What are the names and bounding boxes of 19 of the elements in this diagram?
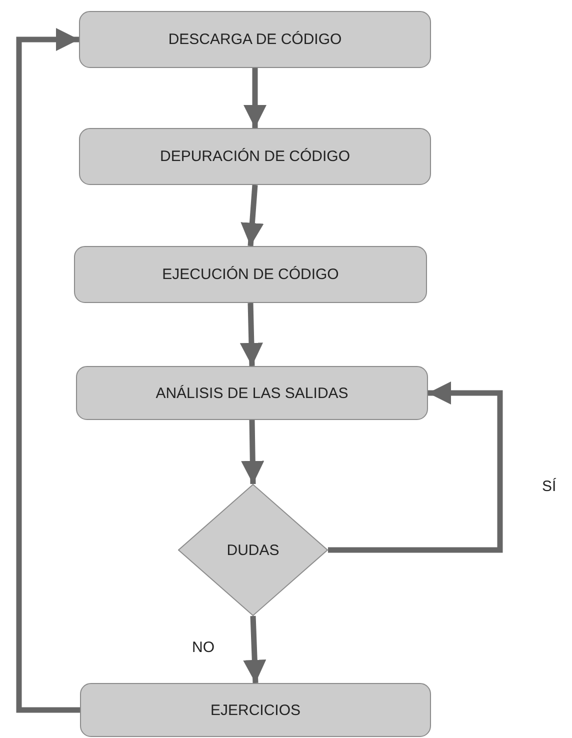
arrow bbox=[241, 420, 264, 484]
node-label: ANÁLISIS DE LAS SALIDAS bbox=[156, 384, 348, 402]
node-label: EJERCICIOS bbox=[210, 702, 300, 718]
node-label: DESCARGA DE CÓDIGO bbox=[168, 31, 342, 48]
decision-diamond bbox=[178, 484, 328, 616]
node-label: DUDAS bbox=[226, 542, 280, 558]
process-box bbox=[79, 11, 431, 68]
arrow bbox=[240, 302, 263, 366]
process-box bbox=[79, 128, 431, 185]
arrow bbox=[16, 28, 80, 713]
process-box bbox=[74, 246, 427, 303]
arrow bbox=[243, 616, 266, 684]
node-label: EJECUCIÓN DE CÓDIGO bbox=[162, 266, 339, 283]
process-box bbox=[76, 366, 428, 420]
arrow bbox=[240, 184, 264, 246]
process-box bbox=[80, 683, 431, 737]
arrow bbox=[328, 381, 503, 553]
arrow bbox=[243, 68, 267, 128]
node-label: DEPURACIÓN DE CÓDIGO bbox=[160, 148, 350, 165]
